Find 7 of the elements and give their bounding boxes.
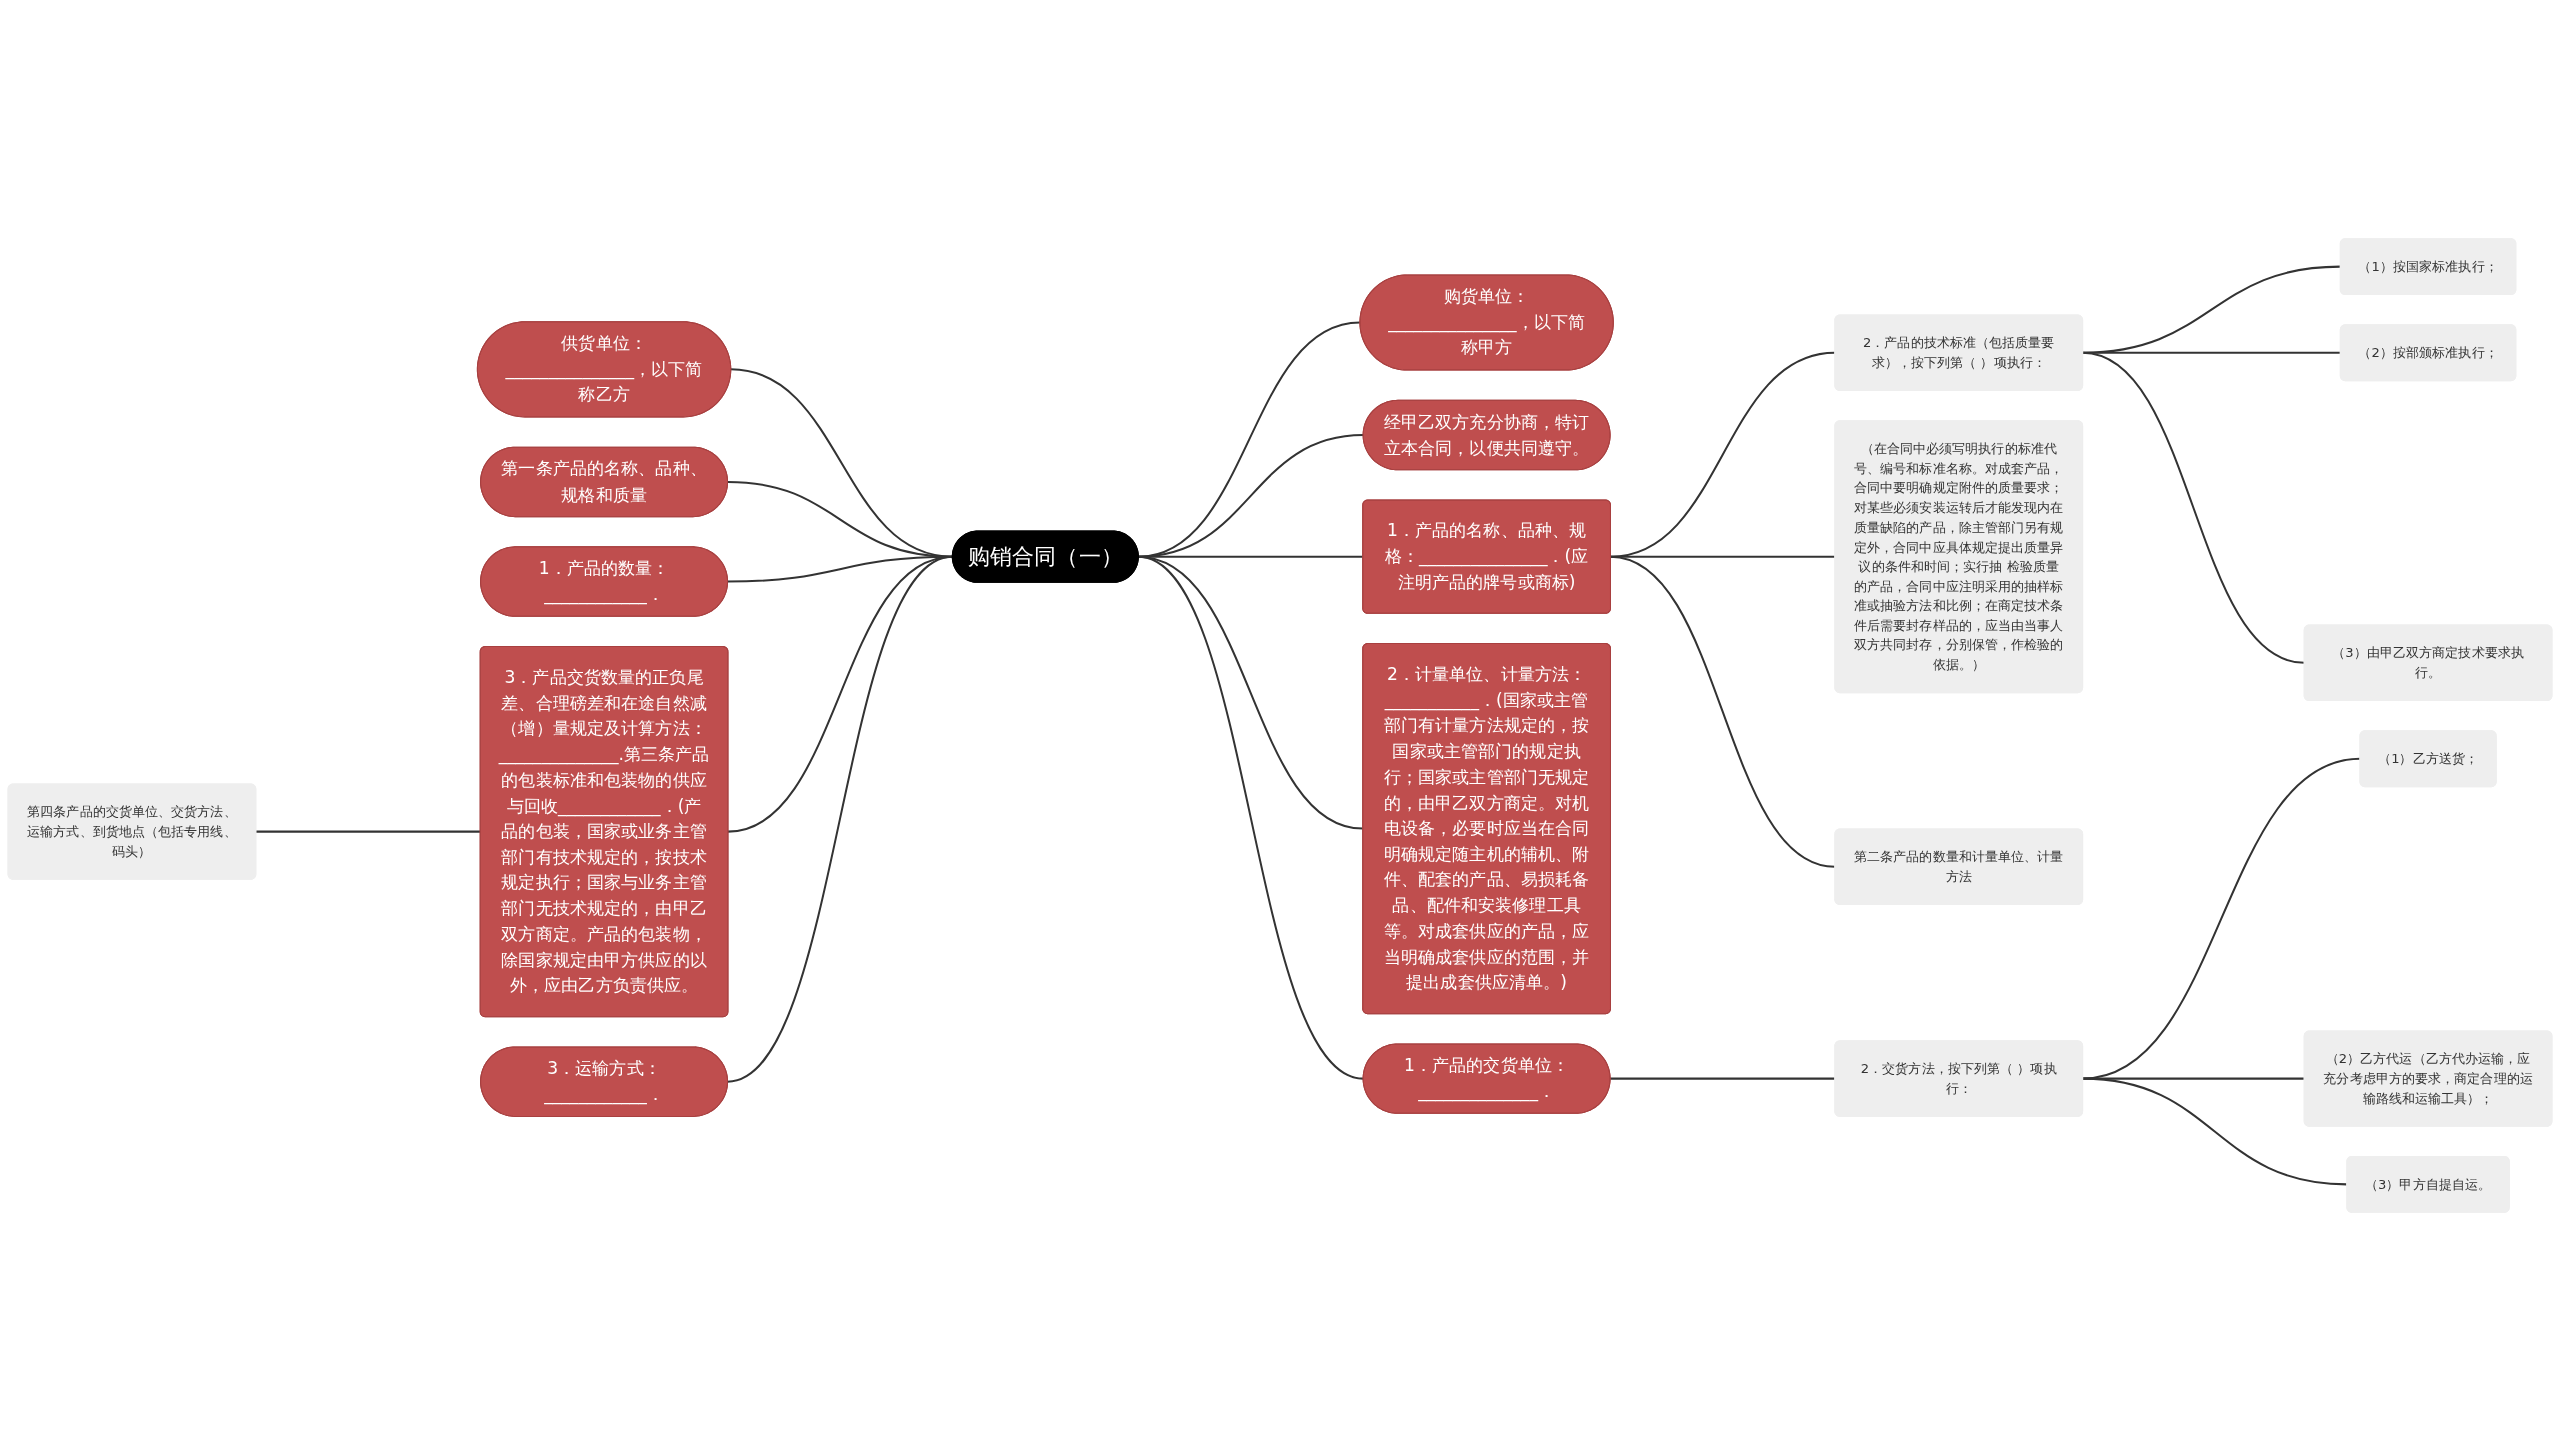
connector bbox=[1138, 555, 1364, 1080]
connector bbox=[1610, 1077, 1835, 1080]
connector bbox=[2082, 351, 2305, 664]
connector bbox=[1138, 321, 1361, 558]
connector bbox=[255, 830, 481, 833]
connector bbox=[727, 555, 953, 1083]
connector bbox=[2082, 1077, 2347, 1186]
